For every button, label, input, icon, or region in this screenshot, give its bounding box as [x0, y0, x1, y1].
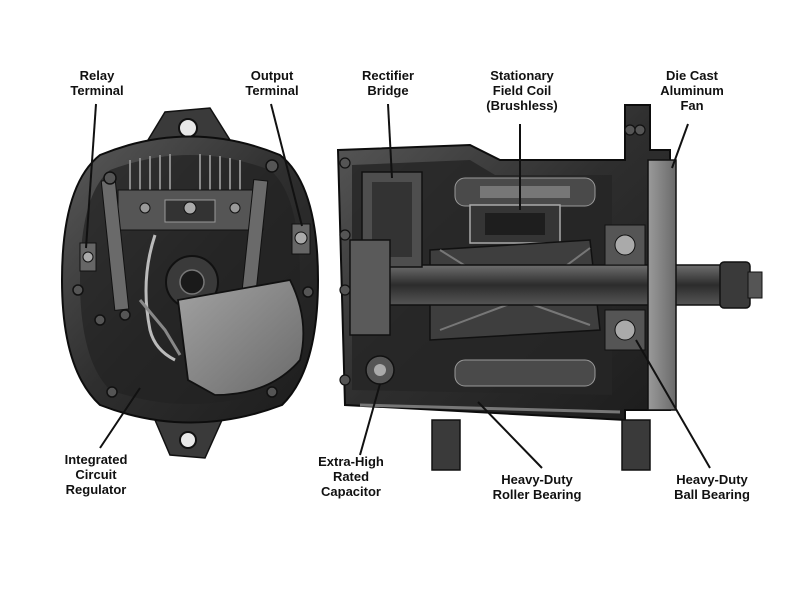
top-mount-hole [178, 118, 198, 138]
label-die-cast-fan: Die Cast Aluminum Fan [660, 68, 724, 113]
label-output-terminal: Output Terminal [245, 68, 299, 98]
label-roller-bearing: Heavy-Duty Roller Bearing [492, 472, 582, 502]
heatsink-fins [129, 154, 241, 195]
fan [647, 159, 677, 411]
label-integrated-circuit-regulator: Integrated Circuit Regulator [64, 452, 128, 497]
shaft [379, 264, 736, 306]
label-extra-high-capacitor: Extra-High Rated Capacitor [318, 454, 384, 499]
leader-output-terminal [270, 103, 303, 227]
leader-rectifier-bridge [387, 103, 393, 179]
relay-terminal-stud [79, 242, 97, 272]
cutaway-view [336, 104, 763, 471]
leader-fan [671, 123, 689, 169]
label-relay-terminal: Relay Terminal [70, 68, 124, 98]
leader-roller-bearing [477, 401, 543, 469]
mount-foot-right [621, 419, 651, 471]
output-terminal-stud [291, 223, 311, 255]
end-view [60, 107, 320, 459]
bottom-mount-hole [179, 431, 197, 449]
mount-foot-left [431, 419, 461, 471]
leader-regulator [99, 387, 141, 449]
leader-relay-terminal [85, 103, 97, 249]
regulator-cover [177, 278, 305, 396]
stator-winding-bottom [454, 359, 596, 387]
label-rectifier-bridge: Rectifier Bridge [361, 68, 415, 98]
label-stationary-field-coil: Stationary Field Coil (Brushless) [486, 68, 558, 113]
leader-capacitor [359, 383, 381, 456]
roller-bearing [349, 239, 391, 336]
shaft-nut [719, 261, 751, 309]
leader-lines [85, 103, 711, 469]
housing-bolts [72, 159, 314, 398]
label-ball-bearing: Heavy-Duty Ball Bearing [674, 472, 750, 502]
leader-ball-bearing [635, 339, 711, 469]
